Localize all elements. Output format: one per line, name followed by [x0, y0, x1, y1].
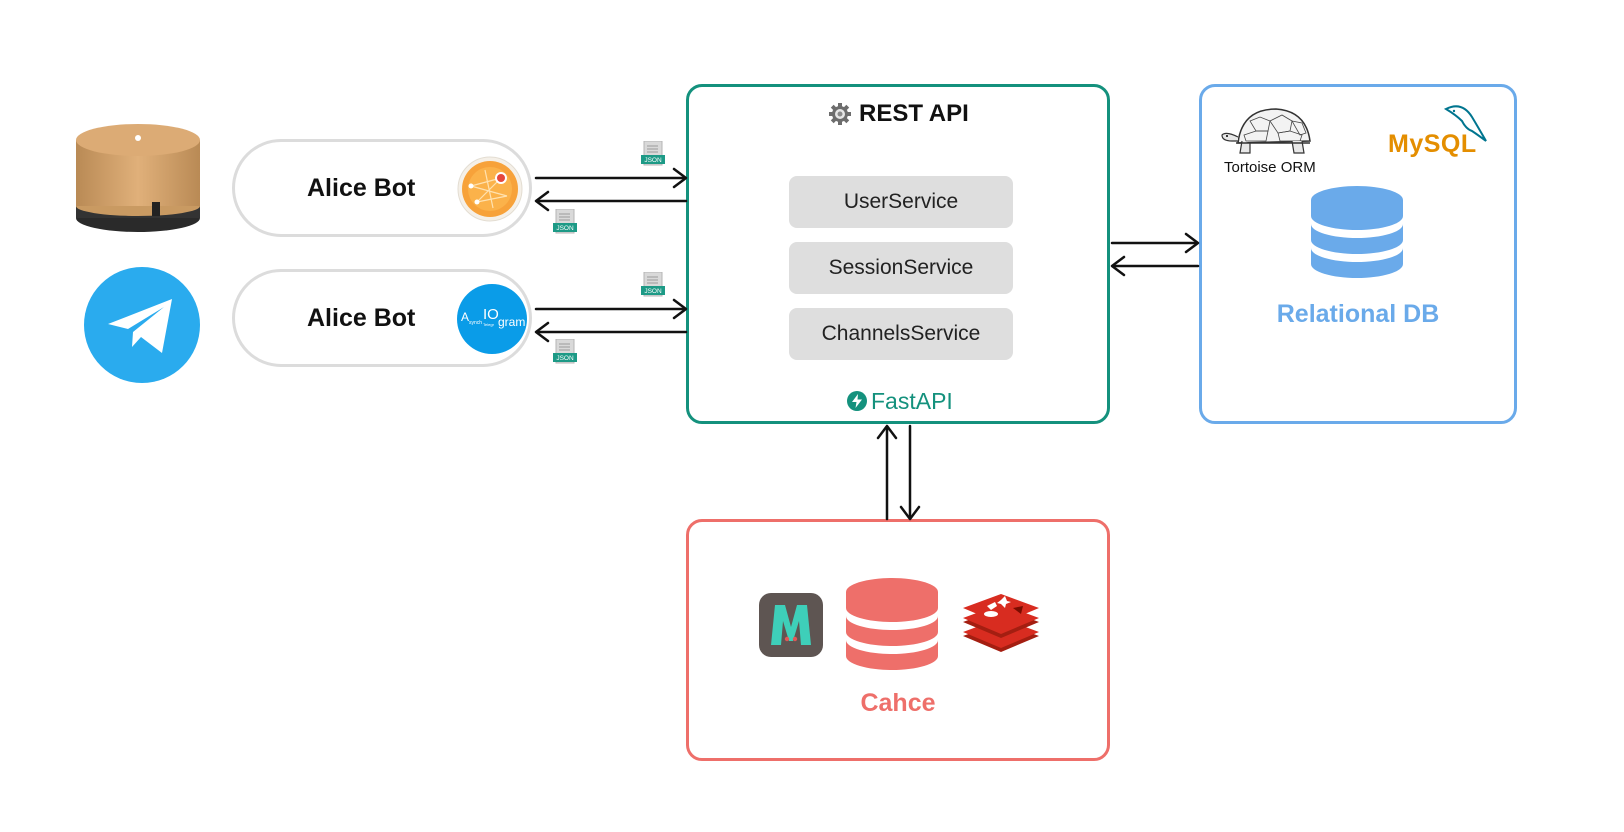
gear-icon	[829, 103, 851, 125]
aiogram-gram: gram	[498, 315, 525, 329]
aiogram-a: A	[461, 310, 469, 324]
aiogram-io: IO	[483, 306, 499, 323]
cache-panel: Cahce	[686, 519, 1110, 761]
alice-bot-label-2: Alice Bot	[307, 304, 416, 332]
aiogram-synch: synch	[469, 320, 482, 326]
arrow-api-to-client1	[534, 190, 688, 212]
arrow-api-to-db	[1110, 232, 1200, 254]
maxim-bots-logo-icon	[457, 156, 523, 222]
tortoise-icon	[1220, 101, 1316, 157]
relational-db-panel: Tortoise ORM MySQL Relational DB	[1199, 84, 1517, 424]
rest-api-panel: REST API UserService SessionService Chan…	[686, 84, 1110, 424]
smart-speaker-icon	[72, 118, 204, 236]
cache-title: Cahce	[860, 689, 936, 717]
alice-bot-pill-1: Alice Bot	[232, 139, 532, 237]
aiogram-telegr: Telegr	[483, 322, 495, 327]
fastapi-bolt-icon	[847, 391, 867, 411]
json-label: JSON	[644, 288, 662, 295]
telegram-icon	[84, 267, 200, 383]
arrow-db-to-api	[1110, 255, 1200, 277]
redis-icon	[961, 592, 1041, 656]
rest-api-title: REST API	[859, 100, 969, 127]
alice-bot-label-1: Alice Bot	[307, 174, 416, 202]
json-label: JSON	[644, 157, 662, 164]
arrow-cache-to-api	[876, 424, 898, 521]
mysql-dolphin-icon	[1442, 103, 1490, 149]
json-label: JSON	[556, 225, 574, 232]
arrow-api-to-cache	[899, 424, 921, 521]
arrow-client1-to-api	[534, 167, 688, 189]
memcached-icon	[759, 593, 823, 657]
json-file-icon: JSON	[641, 271, 665, 300]
json-file-icon: JSON	[641, 140, 665, 169]
alice-bot-pill-2: Alice Bot A synch IO Telegr gram	[232, 269, 532, 367]
cache-database-icon	[846, 578, 938, 670]
database-icon	[1311, 186, 1403, 278]
mysql-logo-text: MySQL	[1388, 130, 1477, 158]
json-file-icon: JSON	[553, 208, 577, 237]
aiogram-logo-icon: A synch IO Telegr gram	[457, 284, 527, 354]
service-user: UserService	[789, 176, 1013, 228]
json-file-icon: JSON	[553, 338, 577, 367]
tortoise-orm-label: Tortoise ORM	[1224, 159, 1316, 176]
service-session: SessionService	[789, 242, 1013, 294]
arrow-client2-to-api	[534, 298, 688, 320]
fastapi-label: FastAPI	[871, 388, 953, 414]
service-channels: ChannelsService	[789, 308, 1013, 360]
json-label: JSON	[556, 355, 574, 362]
relational-db-title: Relational DB	[1276, 300, 1440, 328]
